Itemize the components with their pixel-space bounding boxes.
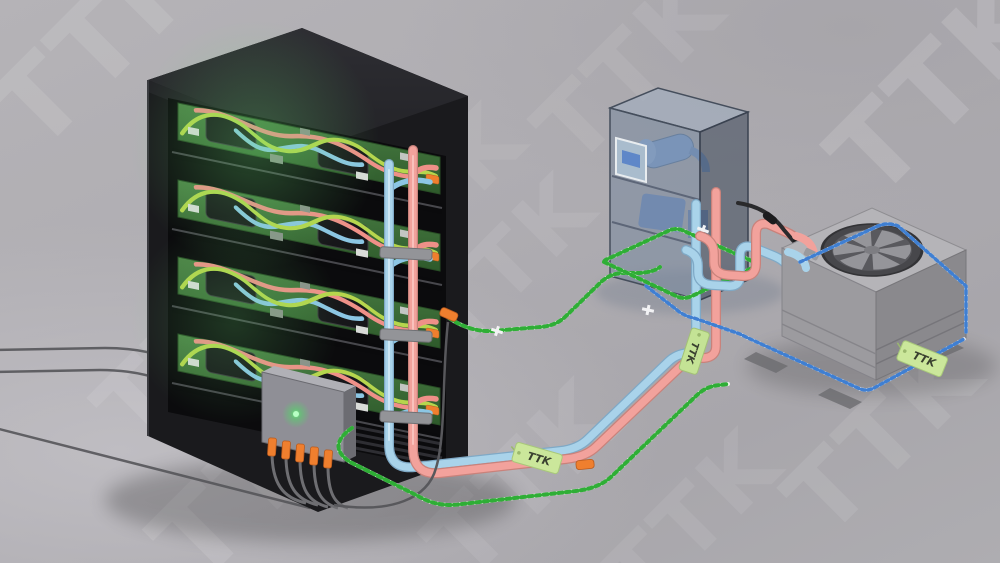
sense-cable-blue xyxy=(798,222,968,334)
dry-cooler-chiller xyxy=(744,207,968,409)
inline-connector-orange xyxy=(439,307,459,322)
cold-pipe-chiller xyxy=(682,242,794,290)
rack-green-glow xyxy=(130,20,380,270)
fan-hub xyxy=(864,245,880,255)
sense-cable-blue xyxy=(644,284,966,392)
chiller-side-face xyxy=(875,249,967,381)
hot-pipe xyxy=(409,146,720,478)
status-led xyxy=(293,411,299,417)
cdu-display-screen xyxy=(622,150,640,168)
ttk-tag-1: TTK xyxy=(510,442,563,475)
ttk-tag-3: TTK xyxy=(896,340,948,378)
signal-connector xyxy=(762,211,778,225)
ttk-tag-2: TTK xyxy=(678,327,710,375)
chiller-fan xyxy=(820,223,924,277)
sense-cable-blue-run xyxy=(644,222,968,392)
coolant-distribution-unit xyxy=(607,87,751,302)
sense-cable-green xyxy=(336,382,730,507)
pipe-collar xyxy=(803,248,820,261)
panel-connectors xyxy=(267,437,333,469)
leak-detection-panel xyxy=(261,321,450,510)
sense-cable-green xyxy=(447,265,662,334)
panel-side xyxy=(344,386,356,462)
pipe-clamp xyxy=(379,246,433,425)
panel-top xyxy=(262,366,356,392)
leader-cable-to-sense xyxy=(333,321,450,509)
chiller-cold-elbow xyxy=(784,248,810,272)
inline-connector-orange xyxy=(575,458,595,471)
